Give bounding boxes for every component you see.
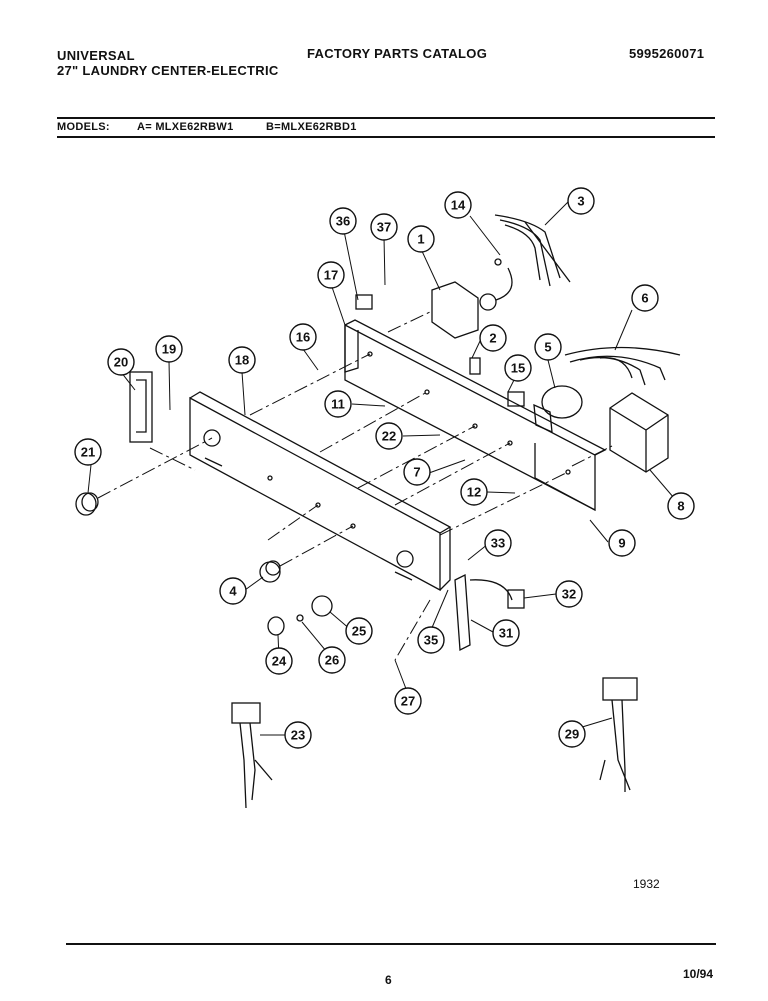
- callout-24: 24: [265, 647, 293, 675]
- motor-part: [533, 385, 583, 434]
- callout-36: 36: [329, 207, 357, 235]
- svg-text:22: 22: [382, 429, 396, 444]
- svg-text:24: 24: [272, 654, 287, 669]
- svg-text:37: 37: [377, 220, 391, 235]
- leader-lines: [87, 201, 681, 736]
- timer-part: [431, 258, 513, 339]
- svg-text:35: 35: [424, 633, 438, 648]
- svg-text:14: 14: [451, 198, 466, 213]
- model-a: A= MLXE62RBW1: [137, 121, 234, 133]
- callout-7: 7: [403, 458, 431, 486]
- models-label: MODELS:: [57, 121, 110, 133]
- svg-text:16: 16: [296, 330, 310, 345]
- callout-12: 12: [460, 478, 488, 506]
- svg-text:8: 8: [677, 499, 684, 514]
- callout-23: 23: [284, 721, 312, 749]
- callout-37: 37: [370, 213, 398, 241]
- svg-text:18: 18: [235, 353, 249, 368]
- callout-22: 22: [375, 422, 403, 450]
- callout-6: 6: [631, 284, 659, 312]
- svg-text:27: 27: [401, 694, 415, 709]
- callout-8: 8: [667, 492, 695, 520]
- callout-31: 31: [492, 619, 520, 647]
- callout-11: 11: [324, 390, 352, 418]
- assembly-lines: [97, 311, 613, 661]
- svg-text:26: 26: [325, 653, 339, 668]
- small-switch-parts: [129, 294, 525, 443]
- callout-21: 21: [74, 438, 102, 466]
- callout-19: 19: [155, 335, 183, 363]
- svg-text:5: 5: [544, 340, 551, 355]
- catalog-number: 5995260071: [629, 46, 705, 61]
- control-panel-part: [189, 391, 452, 592]
- svg-text:33: 33: [491, 536, 505, 551]
- page-number: 6: [385, 973, 392, 987]
- svg-text:6: 6: [641, 291, 648, 306]
- callout-33: 33: [484, 529, 512, 557]
- svg-text:7: 7: [413, 465, 420, 480]
- callout-16: 16: [289, 323, 317, 351]
- callout-27: 27: [394, 687, 422, 715]
- callout-18: 18: [228, 346, 256, 374]
- callout-25: 25: [345, 617, 373, 645]
- callout-14: 14: [444, 191, 472, 219]
- svg-text:31: 31: [499, 626, 513, 641]
- callout-3: 3: [567, 187, 595, 215]
- callout-1: 1: [407, 225, 435, 253]
- svg-text:12: 12: [467, 485, 481, 500]
- svg-text:15: 15: [511, 361, 525, 376]
- light-bracket-part: [454, 573, 525, 652]
- product-title: 27" LAUNDRY CENTER-ELECTRIC: [57, 63, 279, 78]
- callout-32: 32: [555, 580, 583, 608]
- callout-5: 5: [534, 333, 562, 361]
- callout-20: 20: [107, 348, 135, 376]
- svg-text:11: 11: [331, 397, 345, 412]
- knob-parts: [75, 492, 333, 636]
- svg-text:2: 2: [489, 331, 496, 346]
- svg-text:17: 17: [324, 268, 338, 283]
- wiring-harness-3-part: [494, 214, 571, 287]
- callout-15: 15: [504, 354, 532, 382]
- svg-text:21: 21: [81, 445, 95, 460]
- svg-text:3: 3: [577, 194, 584, 209]
- harness-29-part: [599, 677, 638, 792]
- callout-35: 35: [417, 626, 445, 654]
- brand-title: UNIVERSAL: [57, 48, 135, 63]
- callout-26: 26: [318, 646, 346, 674]
- catalog-title: FACTORY PARTS CATALOG: [307, 46, 488, 61]
- header-rule-top: [57, 117, 715, 119]
- callout-4: 4: [219, 577, 247, 605]
- svg-text:1: 1: [417, 232, 424, 247]
- transformer-box-part: [609, 392, 669, 473]
- callout-2: 2: [479, 324, 507, 352]
- svg-text:9: 9: [618, 536, 625, 551]
- svg-text:20: 20: [114, 355, 128, 370]
- model-b: B=MLXE62RBD1: [266, 121, 357, 133]
- callout-9: 9: [608, 529, 636, 557]
- svg-text:32: 32: [562, 587, 576, 602]
- svg-text:25: 25: [352, 624, 366, 639]
- harness-23-part: [231, 702, 273, 809]
- figure-number: 1932: [633, 877, 660, 891]
- svg-text:29: 29: [565, 727, 579, 742]
- svg-text:23: 23: [291, 728, 305, 743]
- revision-date: 10/94: [683, 967, 714, 981]
- footer-rule: [66, 943, 716, 945]
- wiring-harness-6-part: [564, 346, 681, 386]
- svg-text:4: 4: [229, 584, 237, 599]
- callout-29: 29: [558, 720, 586, 748]
- svg-text:36: 36: [336, 214, 350, 229]
- svg-text:19: 19: [162, 342, 176, 357]
- header-rule-bottom: [57, 136, 715, 138]
- callout-17: 17: [317, 261, 345, 289]
